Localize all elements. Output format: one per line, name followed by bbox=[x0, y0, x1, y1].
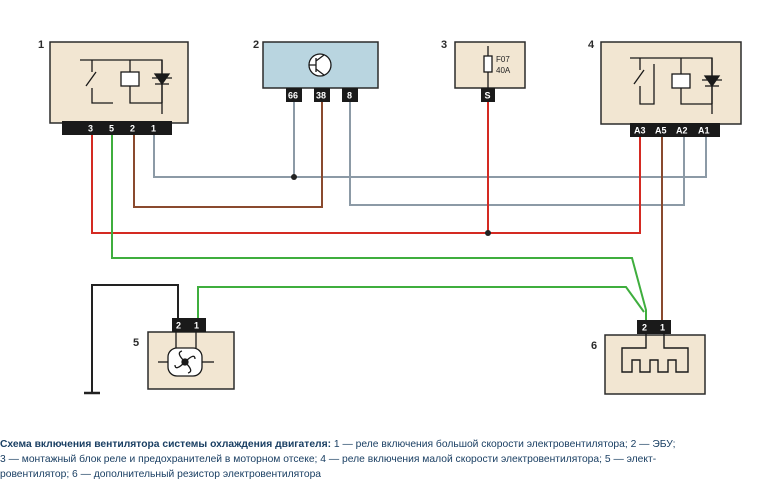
pin-label: 38 bbox=[316, 91, 326, 101]
component-5-number: 5 bbox=[133, 337, 139, 349]
figure-caption: Схема включения вентилятора системы охла… bbox=[0, 437, 780, 495]
wire-green-2 bbox=[197, 286, 645, 318]
junction-dot bbox=[485, 230, 491, 236]
fan-motor-icon bbox=[158, 332, 214, 377]
pin-label: A5 bbox=[655, 126, 667, 136]
component-1-number: 1 bbox=[38, 39, 44, 51]
component-4-relay-low-speed: 4 A3 A5 A2 A1 bbox=[588, 39, 742, 137]
pin-block bbox=[172, 318, 206, 332]
component-6-number: 6 bbox=[591, 340, 597, 352]
pin-label: 3 bbox=[88, 124, 93, 134]
pin-label: 66 bbox=[288, 91, 298, 101]
relay-box bbox=[600, 41, 742, 125]
pin-block bbox=[637, 320, 671, 334]
transistor-icon bbox=[308, 53, 332, 77]
pin-label: 2 bbox=[176, 321, 181, 331]
wire-gray-1 bbox=[153, 133, 707, 178]
pin-block bbox=[286, 88, 302, 102]
fuse-id: F07 bbox=[496, 55, 510, 64]
component-5-electric-fan: 5 2 1 bbox=[133, 318, 235, 390]
pin-block bbox=[630, 123, 720, 137]
wire-black-ground bbox=[91, 284, 179, 393]
pin-label: 2 bbox=[642, 323, 647, 333]
pin-label: S bbox=[485, 91, 491, 101]
wire-gray-3 bbox=[349, 102, 685, 206]
component-6-resistor: 6 2 1 bbox=[591, 320, 706, 395]
component-3-number: 3 bbox=[441, 39, 447, 51]
caption-text: 1 — реле включения большой скорости элек… bbox=[331, 439, 676, 450]
resistor-icon bbox=[621, 334, 689, 373]
pin-label: A3 bbox=[634, 126, 646, 136]
pin-label: A1 bbox=[698, 126, 710, 136]
junction-dot bbox=[291, 174, 297, 180]
component-2-ecu: 2 66 38 8 bbox=[253, 39, 379, 102]
fuse-rating: 40A bbox=[496, 66, 511, 75]
caption-line-1: Схема включения вентилятора системы охла… bbox=[0, 437, 780, 452]
resistor-box bbox=[604, 334, 706, 395]
pin-label: 1 bbox=[194, 321, 199, 331]
wires bbox=[84, 102, 707, 395]
pin-block bbox=[342, 88, 358, 102]
component-1-relay-high-speed: 1 3 5 2 1 bbox=[38, 39, 189, 135]
pin-label: 2 bbox=[130, 124, 135, 134]
relay-schematic bbox=[80, 59, 172, 114]
pin-label: 1 bbox=[660, 323, 665, 333]
wire-brown-1 bbox=[133, 102, 323, 208]
component-2-number: 2 bbox=[253, 39, 259, 51]
relay-schematic bbox=[630, 57, 722, 114]
pin-block bbox=[314, 88, 330, 102]
pin-label: A2 bbox=[676, 126, 688, 136]
caption-line-2: 3 — монтажный блок реле и предохранителе… bbox=[0, 454, 657, 465]
caption-line-3: ровентилятор; 6 — дополнительный резисто… bbox=[0, 469, 322, 480]
component-4-number: 4 bbox=[588, 39, 595, 51]
pin-label: 8 bbox=[347, 91, 352, 101]
pin-block bbox=[62, 121, 172, 135]
caption-title: Схема включения вентилятора системы охла… bbox=[0, 439, 332, 450]
pin-label: 1 bbox=[151, 124, 156, 134]
fuse-icon bbox=[483, 46, 493, 88]
component-3-fuse-block: 3 F07 40A S bbox=[441, 39, 526, 102]
pin-label: 5 bbox=[109, 124, 114, 134]
wire-red bbox=[91, 102, 641, 234]
wire-green-1 bbox=[111, 133, 647, 320]
pin-block bbox=[481, 88, 495, 102]
relay-box bbox=[49, 41, 189, 124]
